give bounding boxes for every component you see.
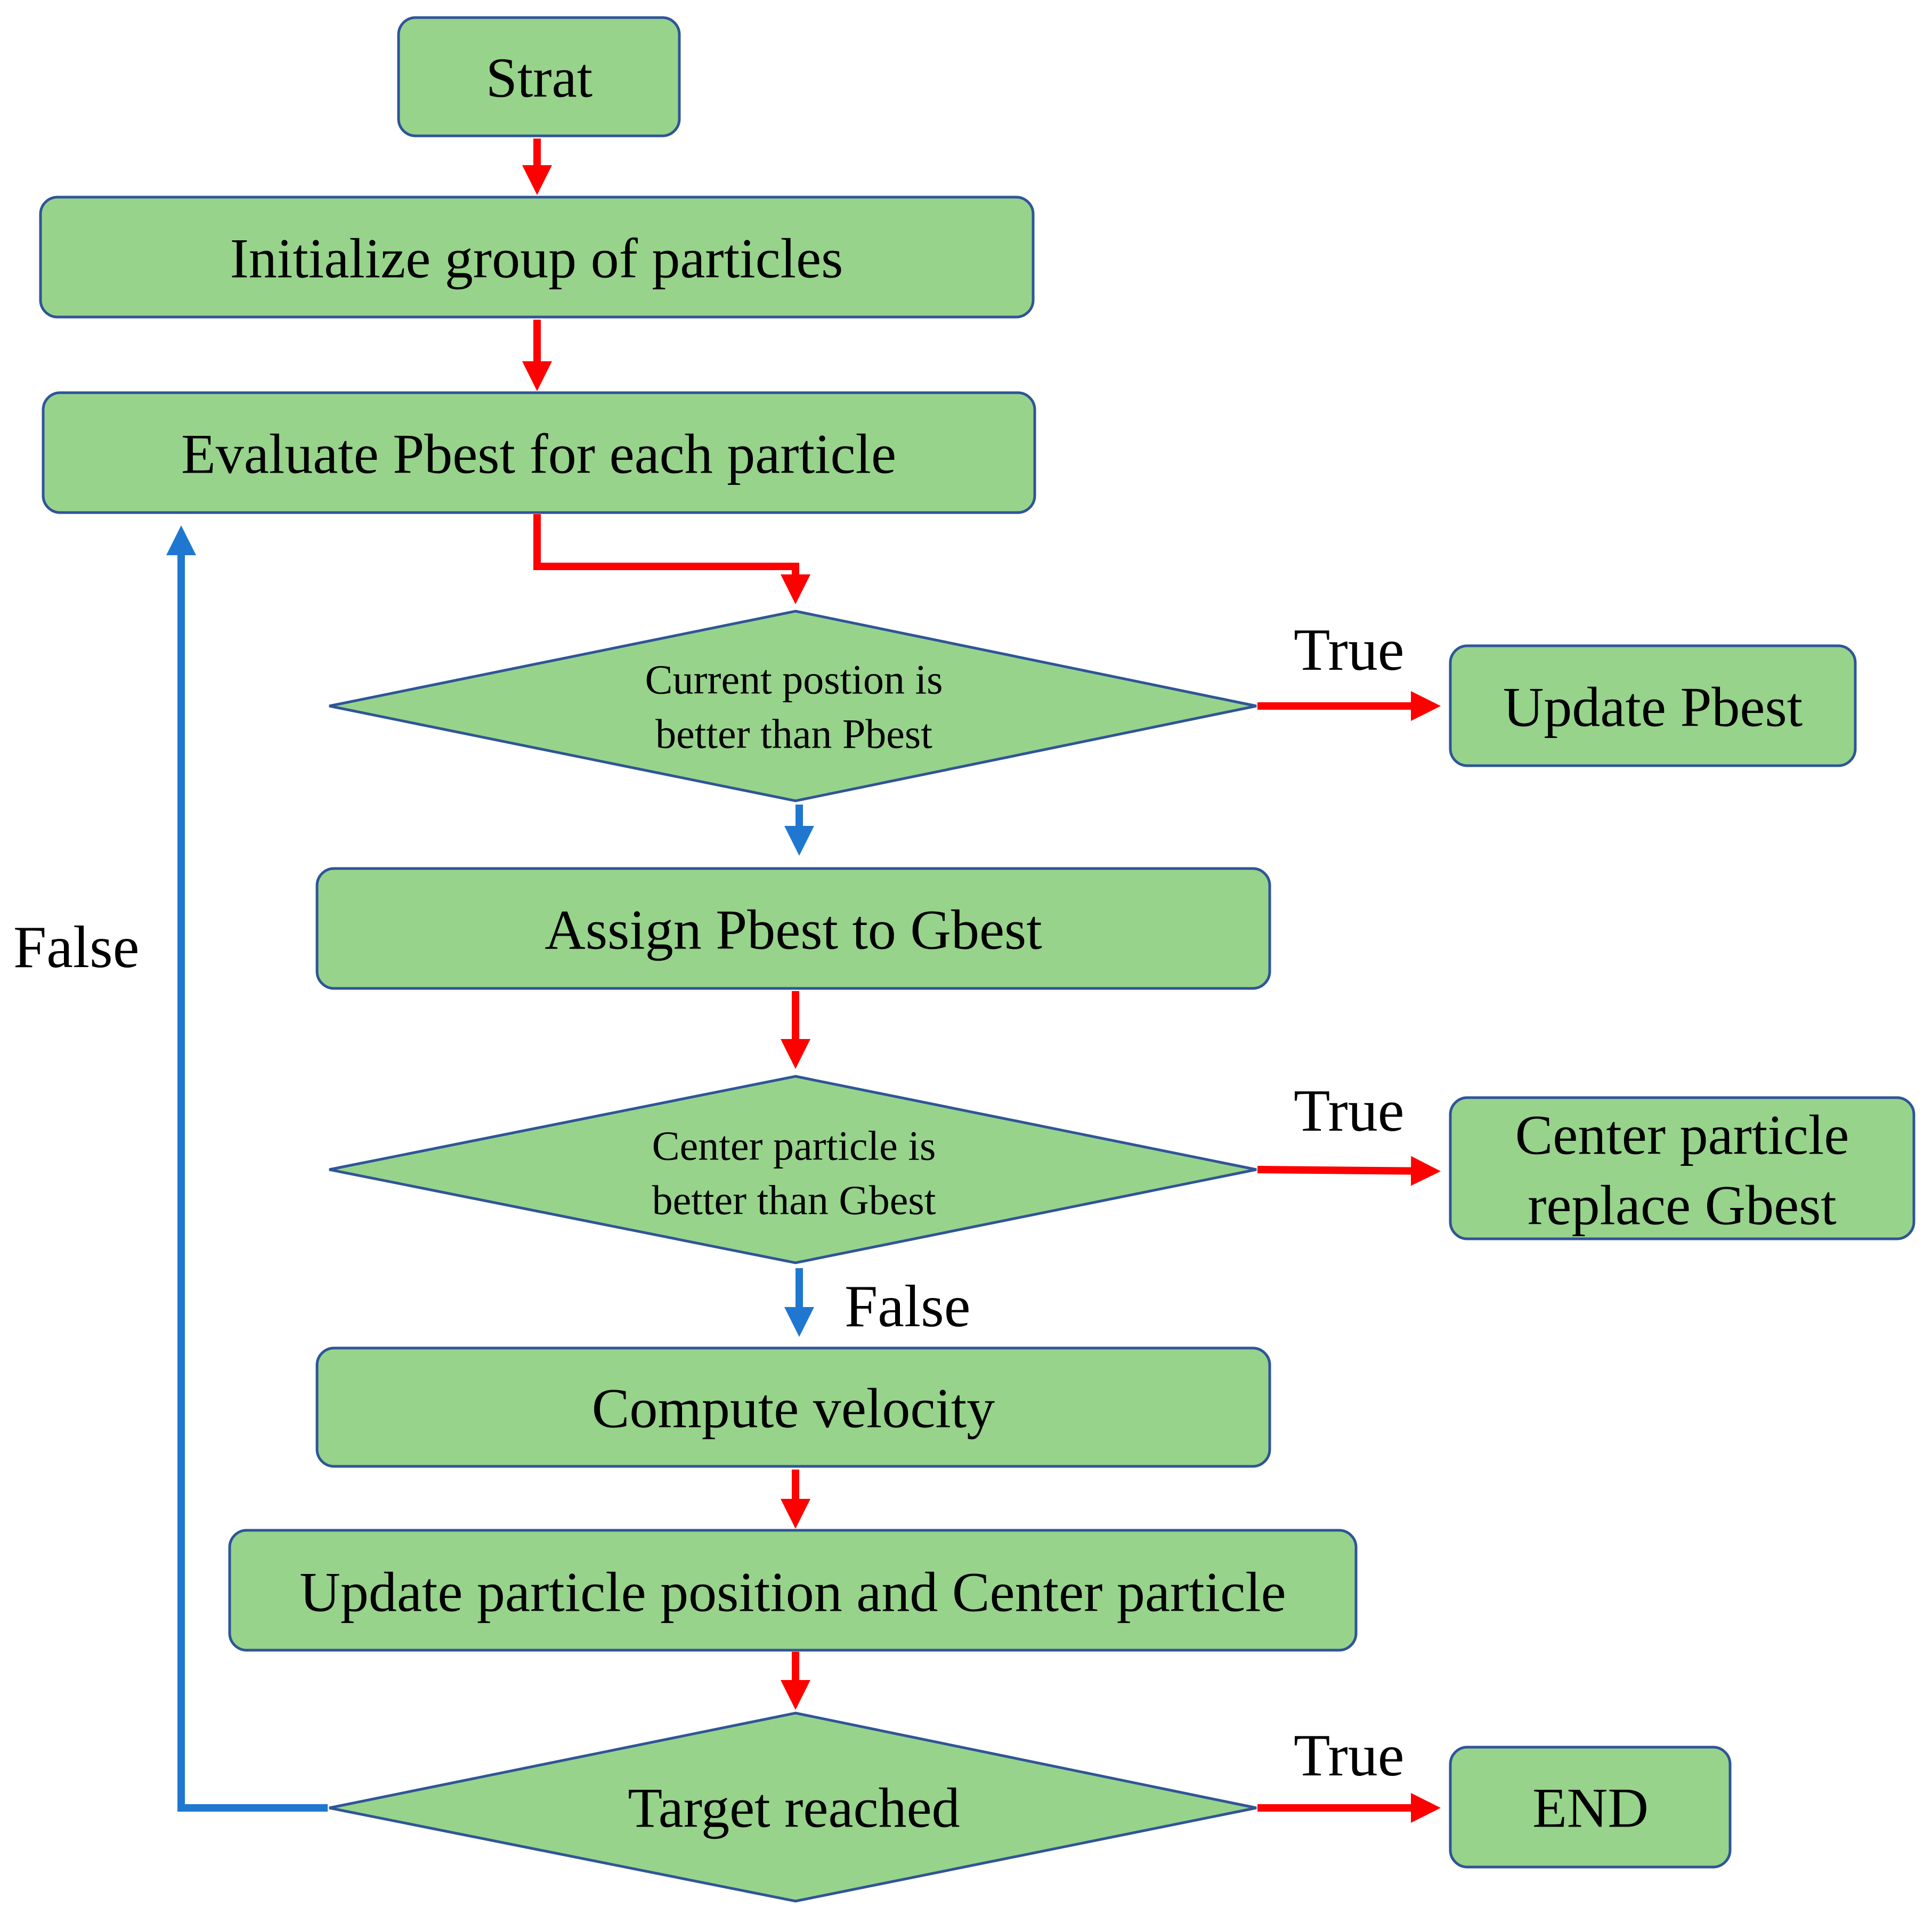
label-false-center: False bbox=[845, 1273, 970, 1340]
decision-target-label: Target reached bbox=[628, 1777, 960, 1839]
label-true-target: True bbox=[1294, 1723, 1404, 1789]
decision-center-line-2: better than Gbest bbox=[652, 1177, 936, 1223]
decision-center: Center particle is better than Gbest bbox=[329, 1075, 1257, 1264]
node-update-pbest: Update Pbest bbox=[1449, 644, 1857, 767]
node-evaluate-label: Evaluate Pbest for each particle bbox=[181, 423, 896, 485]
node-end: END bbox=[1449, 1746, 1732, 1869]
decision-position-line-1: Current postion is bbox=[645, 656, 943, 703]
node-center-replace-line-1: Center particle bbox=[1515, 1104, 1849, 1166]
label-true-center: True bbox=[1294, 1078, 1404, 1144]
label-false-loop: False bbox=[13, 914, 139, 980]
node-center-replace-line-2: replace Gbest bbox=[1528, 1174, 1837, 1237]
node-assign-label: Assign Pbest to Gbest bbox=[545, 899, 1042, 961]
node-compute-velocity-label: Compute velocity bbox=[592, 1377, 995, 1440]
decision-center-line-1: Center particle is bbox=[652, 1123, 936, 1169]
node-assign: Assign Pbest to Gbest bbox=[315, 867, 1271, 990]
node-initialize: Initialize group of particles bbox=[39, 196, 1035, 319]
decision-position: Current postion is better than Pbest bbox=[329, 610, 1257, 802]
node-center-replace: Center particle replace Gbest bbox=[1449, 1096, 1915, 1240]
edge-target-false-loop bbox=[166, 525, 328, 1812]
label-true-position: True bbox=[1294, 617, 1404, 683]
edge-evaluate-to-decision-position bbox=[533, 514, 810, 604]
decision-target: Target reached bbox=[329, 1711, 1257, 1903]
edge-labels: True True False True False bbox=[13, 617, 1404, 1789]
edges bbox=[166, 139, 1441, 1823]
node-update-position-label: Update particle position and Center part… bbox=[299, 1561, 1286, 1624]
node-evaluate: Evaluate Pbest for each particle bbox=[42, 391, 1036, 514]
node-compute-velocity: Compute velocity bbox=[315, 1346, 1271, 1468]
edge-decision-center-true bbox=[1257, 1156, 1441, 1186]
node-start: Strat bbox=[397, 16, 681, 137]
node-update-pbest-label: Update Pbest bbox=[1503, 676, 1803, 739]
node-update-position: Update particle position and Center part… bbox=[228, 1529, 1358, 1652]
decision-position-line-2: better than Pbest bbox=[655, 711, 932, 757]
node-initialize-label: Initialize group of particles bbox=[230, 228, 843, 290]
node-start-label: Strat bbox=[486, 47, 592, 109]
node-end-label: END bbox=[1532, 1777, 1649, 1839]
